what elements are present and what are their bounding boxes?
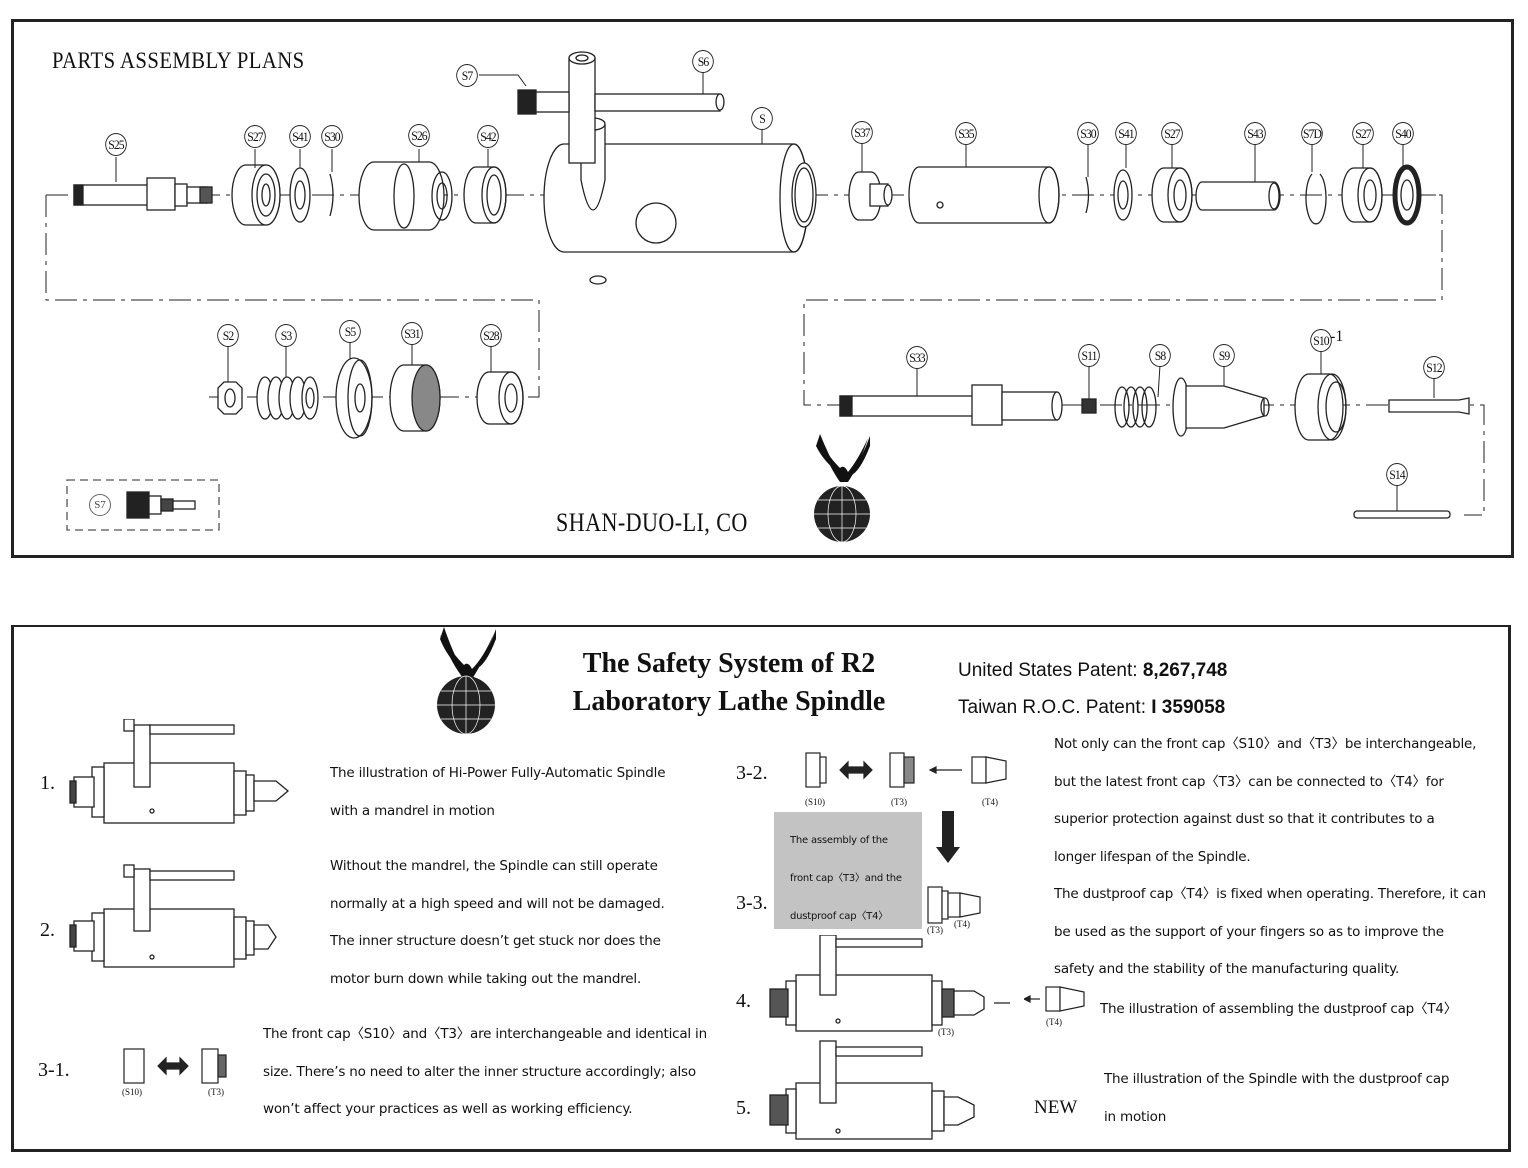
- part-callout-s35: S35: [955, 122, 977, 145]
- new-badge: NEW: [1034, 1097, 1078, 1118]
- title-line-2: Laboratory Lathe Spindle: [572, 686, 886, 717]
- exploded-parts-diagram: [45, 51, 1485, 531]
- part-callout-s6: S6: [692, 50, 714, 73]
- patent-tw: Taiwan R.O.C. Patent: I 359058: [958, 697, 1226, 718]
- part-callout-s27: S27: [1352, 122, 1374, 145]
- part-callout-s25: S25: [105, 133, 127, 156]
- item-5-description: The illustration of the Spindle with the…: [1104, 1071, 1450, 1125]
- part-callout-s31: S31: [401, 322, 423, 345]
- label-t4: (T4): [1046, 1017, 1062, 1027]
- part-callout-s5: S5: [339, 320, 361, 343]
- spindle-with-dustproof-cap-illustration: [769, 1040, 975, 1140]
- safety-system-panel: The Safety System of R2 Laboratory Lathe…: [11, 625, 1511, 1152]
- eagle-globe-logo-icon: [814, 434, 870, 543]
- part-callout-s3: S3: [275, 324, 297, 347]
- down-arrow-icon: [936, 811, 960, 863]
- part-callout-s30: S30: [1077, 122, 1099, 145]
- patent-us: United States Patent: 8,267,748: [958, 660, 1228, 681]
- cap-features-description: Not only can the front cap〈S10〉and〈T3〉be…: [1054, 736, 1486, 977]
- item-3-3-number: 3-3.: [736, 892, 768, 914]
- item-3-1-description: The front cap〈S10〉and〈T3〉are interchange…: [263, 1026, 707, 1117]
- part-callout-s41: S41: [1115, 122, 1137, 145]
- part-callout-s43: S43: [1244, 122, 1266, 145]
- part-callout-s28: S28: [480, 324, 502, 347]
- item-3-2-number: 3-2.: [736, 762, 768, 784]
- label-s10: (S10): [805, 797, 825, 807]
- part-callout-s2: S2: [217, 324, 239, 347]
- item-2-number: 2.: [40, 919, 55, 941]
- item-1-number: 1.: [40, 772, 55, 794]
- part-s25-shaft: [73, 177, 213, 211]
- part-callout-s33: S33: [906, 346, 928, 369]
- cap-interchange-diagram: [123, 1048, 227, 1084]
- part-callout-s: S: [751, 107, 773, 130]
- t4-cap-with-arrow: [1024, 986, 1085, 1012]
- part-s3-spring: [256, 376, 319, 420]
- label-t3: (T3): [891, 797, 907, 807]
- label-t4: (T4): [982, 797, 998, 807]
- part-s-body: [517, 51, 817, 285]
- part-callout-s11: S11: [1078, 344, 1100, 367]
- part-callout-s30: S30: [321, 125, 343, 148]
- assembly-caption-box: The assembly of the front cap〈T3〉and the…: [774, 812, 922, 929]
- item-5-number: 5.: [736, 1097, 751, 1119]
- eagle-globe-logo-icon: [437, 627, 496, 735]
- part-callout-s27: S27: [244, 125, 266, 148]
- patent-tw-number: I 359058: [1151, 697, 1226, 718]
- label-t3: (T3): [938, 1027, 954, 1037]
- company-name: SHAN-DUO-LI, CO: [556, 508, 748, 537]
- patent-us-number: 8,267,748: [1142, 660, 1228, 681]
- item-1-description: The illustration of Hi-Power Fully-Autom…: [330, 765, 666, 819]
- part-callout-s42: S42: [477, 125, 499, 148]
- dustproof-cap-assembly-illustration: [769, 935, 1010, 1032]
- label-t3: (T3): [927, 925, 943, 935]
- cap-connection-diagram: [805, 752, 1007, 788]
- part-callout-s12: S12: [1423, 356, 1445, 379]
- parts-assembly-title: PARTS ASSEMBLY PLANS: [52, 48, 305, 73]
- item-3-1-number: 3-1.: [38, 1059, 70, 1081]
- part-callout-s9: S9: [1213, 344, 1235, 367]
- item-2-description: Without the mandrel, the Spindle can sti…: [330, 858, 665, 987]
- item-4-number: 4.: [736, 990, 751, 1012]
- part-s27-bearing: [231, 164, 281, 226]
- part-callout-s10: S10: [1310, 329, 1332, 352]
- part-callout-s7d: S7D: [1301, 122, 1323, 145]
- label-t3: (T3): [208, 1087, 224, 1097]
- assembled-cap-diagram: [927, 886, 981, 924]
- part-callout-s41: S41: [289, 125, 311, 148]
- part-callout-s37: S37: [851, 121, 873, 144]
- part-callout-s40: S40: [1392, 122, 1414, 145]
- label-t4: (T4): [954, 919, 970, 929]
- part-callout-s8: S8: [1149, 344, 1171, 367]
- part-callout-s26: S26: [408, 124, 430, 147]
- part-callout-s7: S7: [456, 64, 478, 87]
- document-title: The Safety System of R2 Laboratory Lathe…: [559, 645, 899, 721]
- part-callout-s14: S14: [1386, 463, 1408, 486]
- item-4-description: The illustration of assembling the dustp…: [1100, 1001, 1458, 1017]
- part-callout-s27: S27: [1161, 122, 1183, 145]
- s10-suffix: -1: [1330, 328, 1344, 345]
- title-line-1: The Safety System of R2: [582, 648, 876, 679]
- patent-info: United States Patent: 8,267,748 Taiwan R…: [958, 652, 1227, 726]
- spindle-with-mandrel-illustration: [69, 719, 290, 824]
- part-s26-housing: [358, 161, 453, 231]
- part-s8-spring: [1114, 386, 1157, 428]
- parts-assembly-panel: PARTS ASSEMBLY PLANS: [11, 19, 1514, 558]
- inset-callout-s7: S7: [89, 494, 111, 516]
- spindle-without-mandrel-illustration: [69, 864, 277, 968]
- label-s10: (S10): [122, 1087, 142, 1097]
